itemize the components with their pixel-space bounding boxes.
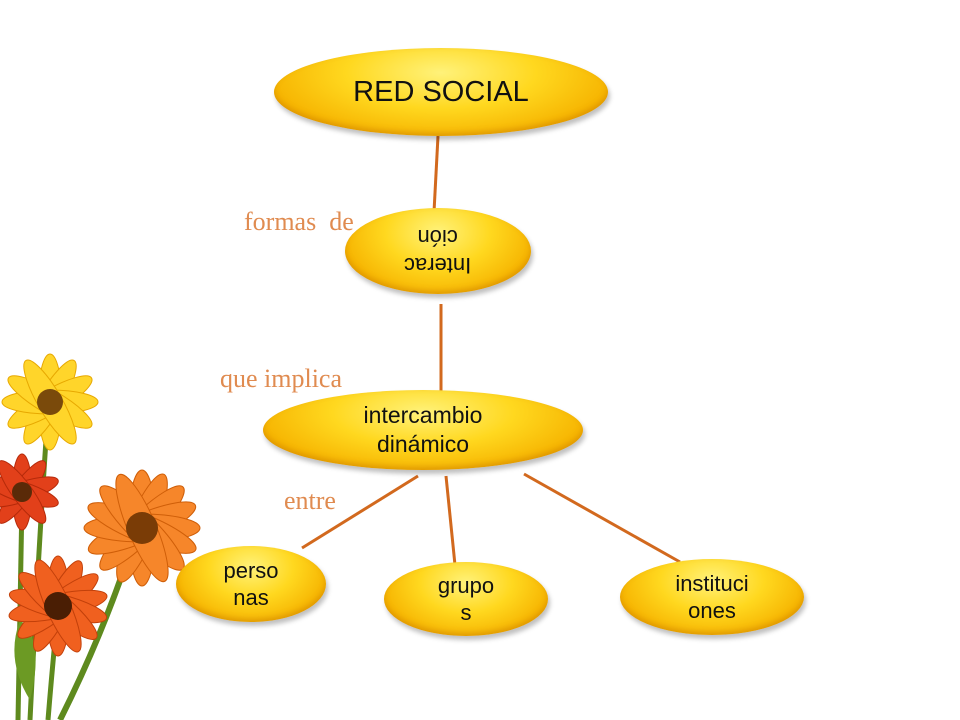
node-interaction-label: Interac ción	[404, 225, 472, 278]
flower-yellow	[1, 353, 99, 451]
node-grupos: grupo s	[384, 562, 548, 636]
edge-exchange-groups	[444, 475, 457, 566]
leaf	[14, 620, 36, 700]
edges	[301, 135, 681, 566]
node-interaction: Interac ción	[345, 208, 531, 294]
node-instituciones: instituci ones	[620, 559, 804, 635]
link-label-entre: entre	[284, 486, 336, 515]
link-label-formas-de: formas de	[244, 207, 354, 236]
node-personas: perso nas	[176, 546, 326, 622]
flower-decoration	[0, 353, 201, 720]
link-label-que-implica: que implica	[220, 364, 343, 393]
node-intercambio-dinamico: intercambio dinámico	[263, 390, 583, 470]
flower-orange	[83, 469, 201, 587]
flower-red	[0, 453, 59, 531]
edge-root-interaction	[432, 135, 440, 213]
flower-orange-red	[8, 555, 108, 657]
node-red-social: RED SOCIAL	[274, 48, 608, 136]
edge-exchange-institutions	[523, 472, 681, 564]
edge-exchange-people	[301, 474, 419, 550]
